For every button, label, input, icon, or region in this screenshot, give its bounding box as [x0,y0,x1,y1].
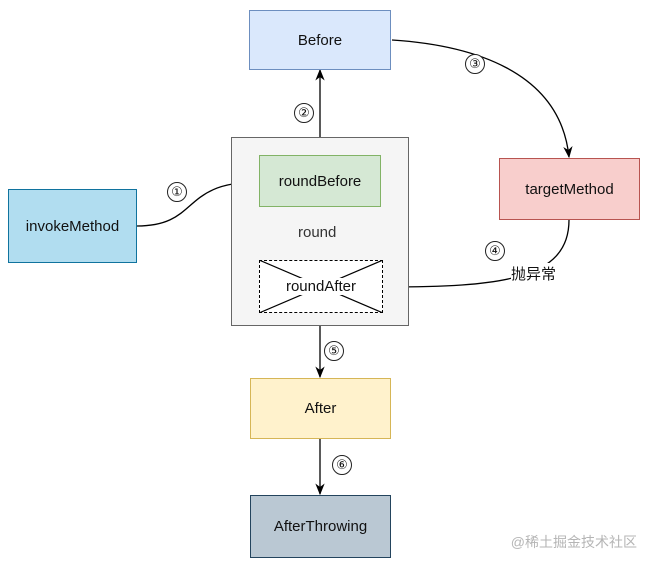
watermark: @稀土掘金技术社区 [510,534,637,550]
after-label: After [304,400,337,417]
step-2-marker: ② [294,103,314,123]
round-label: round [298,224,337,241]
step-1-marker: ① [167,182,187,202]
after-node: After [250,378,391,439]
step-5-marker: ⑤ [324,341,344,361]
step-3-marker: ③ [465,54,485,74]
invoke-method-node: invokeMethod [8,189,137,263]
round-after-label: roundAfter [283,278,359,295]
after-throwing-label: AfterThrowing [273,518,368,535]
step-6-marker: ⑥ [332,455,352,475]
invoke-method-label: invokeMethod [25,217,120,235]
throw-exception-label: 抛异常 [511,263,557,284]
round-before-label: roundBefore [278,172,362,190]
target-method-label: targetMethod [525,180,614,198]
after-throwing-node: AfterThrowing [250,495,391,558]
before-node: Before [249,10,391,70]
round-before-node: roundBefore [259,155,381,207]
target-method-node: targetMethod [499,158,640,220]
before-label: Before [297,31,343,49]
step-4-marker: ④ [485,241,505,261]
round-after-node: roundAfter [259,260,383,313]
